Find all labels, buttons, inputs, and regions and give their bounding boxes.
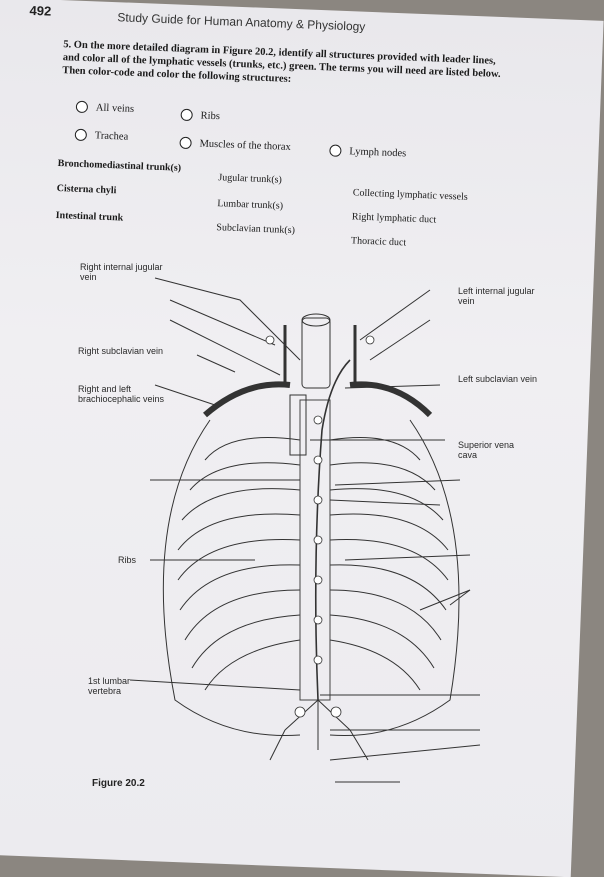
ribcage-right-outline: [329, 419, 460, 737]
figure-caption: Figure 20.2: [92, 778, 145, 789]
label-right-internal-jugular: Right internal jugular vein: [80, 262, 163, 282]
label-ribs: Ribs: [118, 555, 137, 565]
ribcage-left-outline: [162, 419, 301, 737]
label-left-subclavian: Left subclavian vein: [458, 374, 538, 384]
label-1st-lumbar: 1st lumbar vertebra: [88, 676, 131, 696]
label-left-internal-jugular: Left internal jugular vein: [458, 286, 535, 306]
label-right-subclavian: Right subclavian vein: [78, 346, 164, 356]
label-superior-vena-cava: Superior vena cava: [458, 440, 515, 460]
label-brachiocephalic: Right and left brachiocephalic veins: [78, 384, 165, 404]
lymphatic-diagram: [129, 277, 481, 783]
